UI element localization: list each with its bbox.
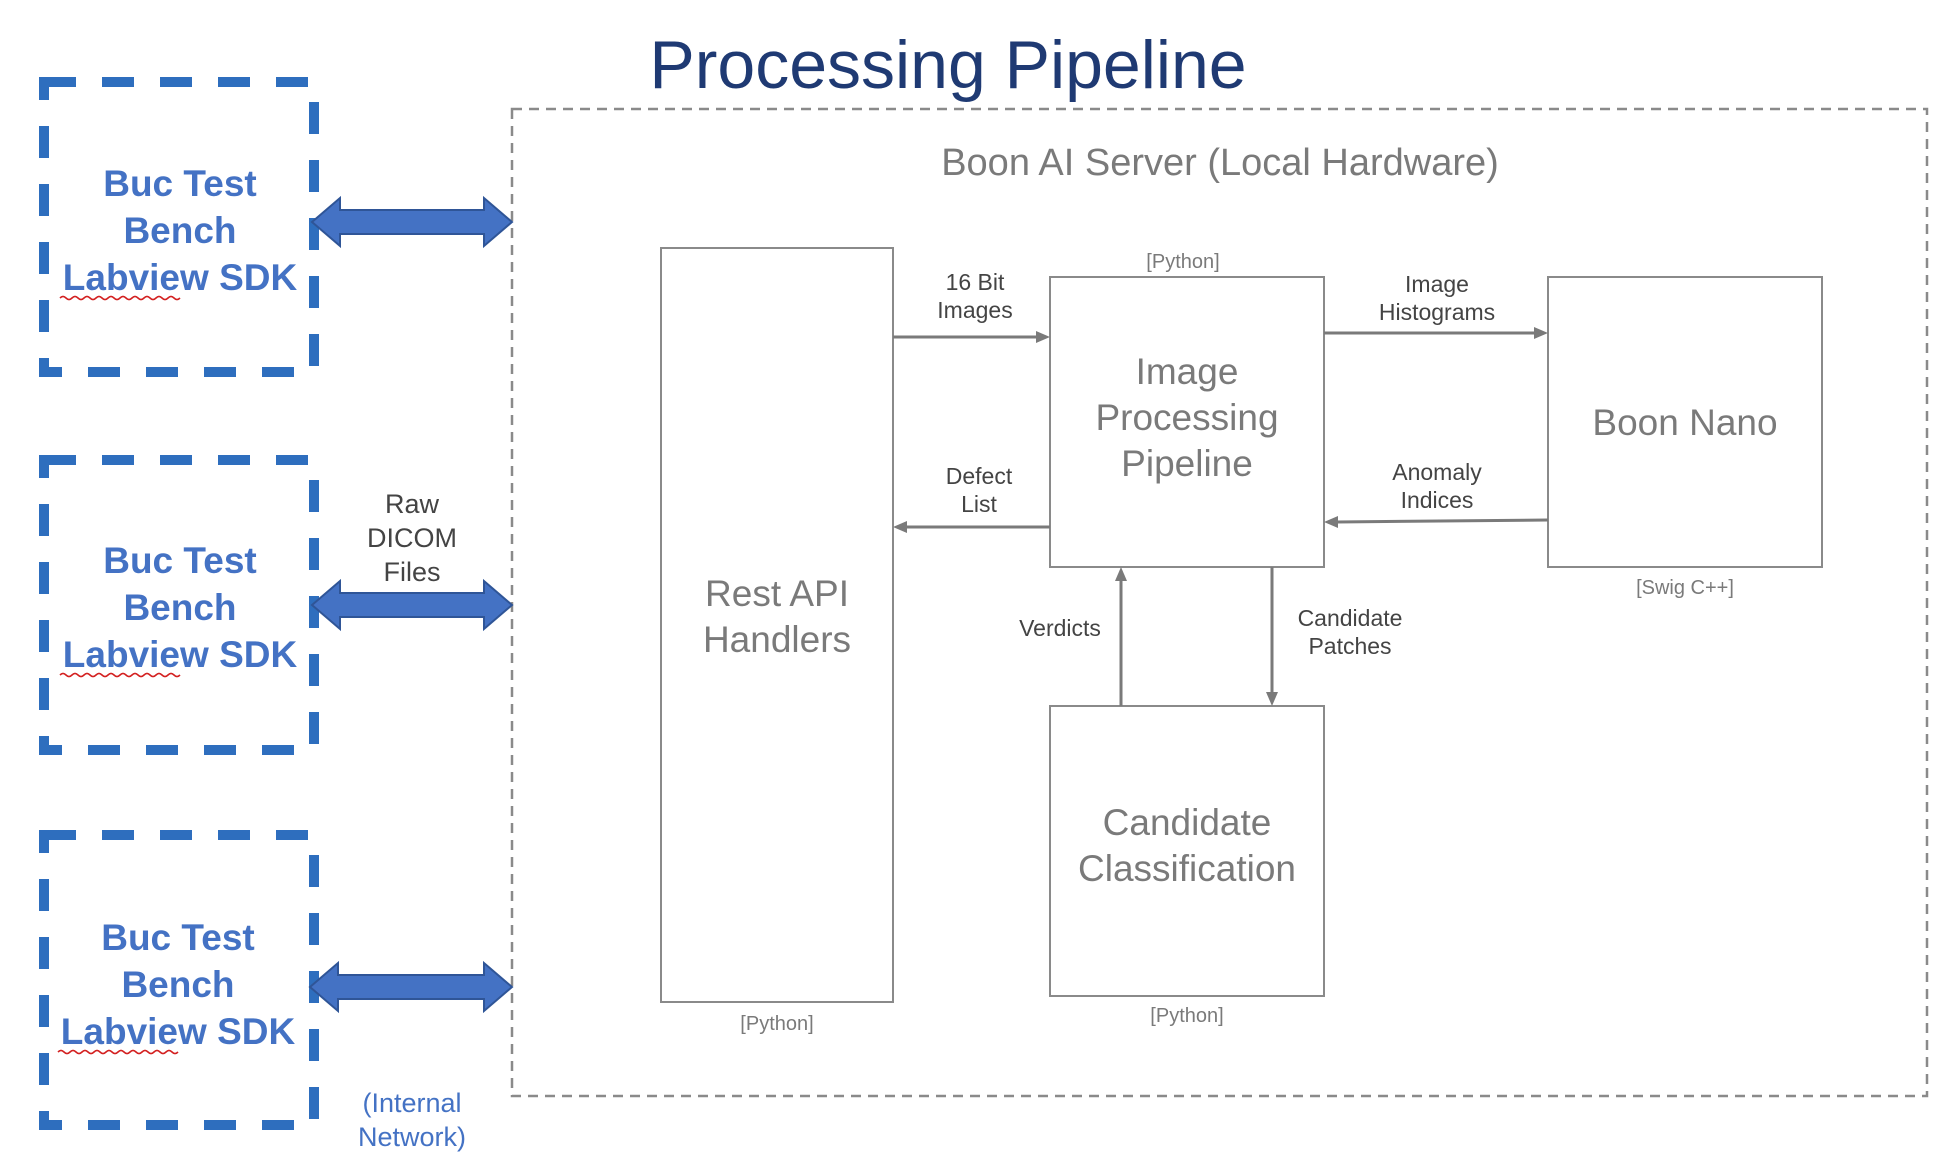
edge-16-bit-images: 16 Bit Images (893, 269, 1050, 343)
rest-api-line-2: Handlers (703, 619, 851, 660)
boon-nano-box (1547, 276, 1823, 568)
candidate-line-1: Candidate (1103, 802, 1272, 843)
bidirectional-arrow-2 (310, 578, 514, 632)
edge-anomaly-indices-line (1336, 518, 1549, 524)
client-test-bench-3: Buc Test Bench Labview SDK (39, 830, 319, 1130)
candidate-tag: [Python] (1150, 1005, 1223, 1027)
spellcheck-underline-1 (59, 295, 181, 301)
image-pipeline-line-3: Pipeline (1121, 443, 1253, 484)
node-image-processing-pipeline: [Python] Image Processing Pipeline (1049, 251, 1325, 568)
client-2-line-3: Labview SDK (63, 634, 298, 675)
edge-defect-list-line-1: Defect (946, 463, 1013, 489)
edge-anomaly-indices-head (1324, 516, 1338, 528)
rest-api-box (660, 247, 894, 1003)
edge-verdicts-label: Verdicts (1019, 615, 1101, 641)
boon-nano-label: Boon Nano (1592, 402, 1777, 443)
candidate-box (1049, 705, 1325, 997)
diagram-title: Processing Pipeline (649, 27, 1246, 103)
edge-defect-list-head (893, 521, 907, 533)
edge-defect-list: Defect List (893, 463, 1050, 533)
edge-candidate-patches-line-1: Candidate (1298, 605, 1403, 631)
client-test-bench-2: Buc Test Bench Labview SDK (39, 455, 319, 755)
edge-anomaly-indices-line-2: Indices (1401, 487, 1474, 513)
raw-files-line-3: Files (383, 557, 440, 587)
bidirectional-arrow-1 (310, 195, 514, 249)
edge-candidate-patches-line-2: Patches (1308, 633, 1391, 659)
raw-files-line-2: DICOM (367, 523, 457, 553)
image-pipeline-line-1: Image (1136, 351, 1239, 392)
edge-verdicts: Verdicts (1019, 567, 1127, 706)
server-label: Boon AI Server (Local Hardware) (941, 142, 1499, 184)
rest-api-tag: [Python] (740, 1013, 813, 1035)
network-line-2: Network) (358, 1122, 466, 1152)
edge-verdicts-head (1115, 567, 1127, 581)
edge-anomaly-indices-line-1: Anomaly (1392, 459, 1482, 485)
edge-image-histograms-head (1534, 327, 1548, 339)
client-1-line-3: Labview SDK (63, 257, 298, 298)
candidate-line-2: Classification (1078, 848, 1296, 889)
node-boon-nano: Boon Nano [Swig C++] (1547, 276, 1823, 599)
edge-image-histograms: Image Histograms (1324, 271, 1548, 339)
image-pipeline-tag: [Python] (1146, 251, 1219, 273)
client-2-line-2: Bench (123, 587, 236, 628)
server-boundary (510, 107, 1929, 1098)
edge-anomaly-indices: Anomaly Indices (1324, 459, 1549, 528)
node-rest-api-handlers: Rest API Handlers [Python] (660, 247, 894, 1035)
edge-16-bit-images-line-2: Images (937, 297, 1012, 323)
bidirectional-arrow-3 (308, 960, 514, 1014)
client-1-line-2: Bench (123, 210, 236, 251)
client-box-1 (39, 77, 319, 377)
edge-16-bit-images-line-1: 16 Bit (946, 269, 1005, 295)
edge-defect-list-line-2: List (961, 491, 997, 517)
edge-candidate-patches: Candidate Patches (1266, 567, 1402, 706)
edge-image-histograms-line-1: Image (1405, 271, 1469, 297)
client-3-line-1: Buc Test (101, 917, 255, 958)
edge-candidate-patches-head (1266, 692, 1278, 706)
client-2-line-1: Buc Test (103, 540, 257, 581)
client-3-line-3: Labview SDK (61, 1011, 296, 1052)
spellcheck-underline-2 (59, 672, 181, 678)
image-pipeline-line-2: Processing (1095, 397, 1278, 438)
spellcheck-underline-3 (57, 1049, 179, 1055)
image-pipeline-box (1049, 276, 1325, 568)
raw-files-line-1: Raw (385, 489, 440, 519)
network-line-1: (Internal (362, 1088, 461, 1118)
client-test-bench-1: Buc Test Bench Labview SDK (39, 77, 319, 377)
boon-nano-tag: [Swig C++] (1636, 577, 1734, 599)
rest-api-line-1: Rest API (705, 573, 849, 614)
edge-16-bit-images-head (1036, 331, 1050, 343)
client-1-line-1: Buc Test (103, 163, 257, 204)
client-3-line-2: Bench (121, 964, 234, 1005)
client-box-3 (39, 830, 319, 1130)
node-candidate-classification: Candidate Classification [Python] (1049, 705, 1325, 1027)
edge-image-histograms-line-2: Histograms (1379, 299, 1495, 325)
